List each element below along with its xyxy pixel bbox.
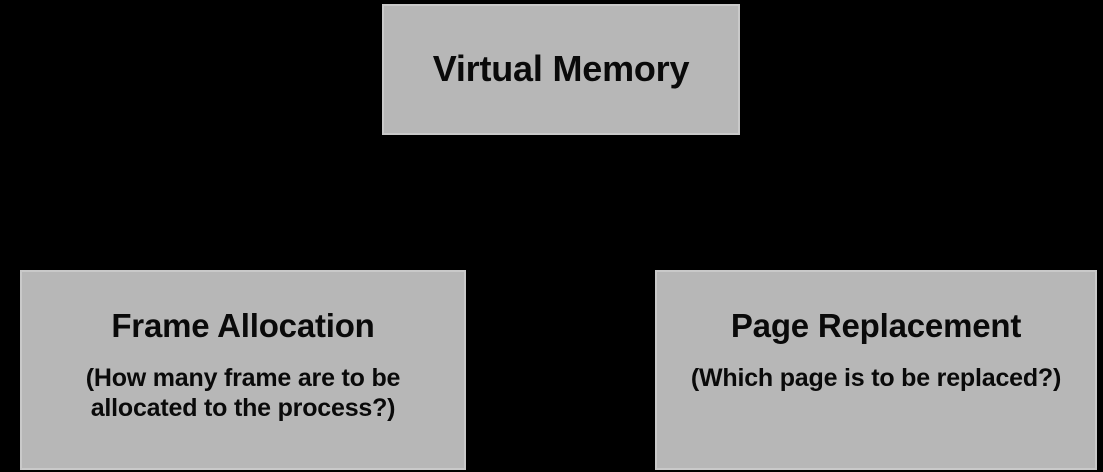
node-page-replacement[interactable]: Page Replacement (Which page is to be re… bbox=[655, 270, 1097, 470]
node-page-replacement-subtitle: (Which page is to be replaced?) bbox=[690, 363, 1062, 392]
node-virtual-memory[interactable]: Virtual Memory bbox=[382, 4, 740, 135]
node-virtual-memory-title: Virtual Memory bbox=[432, 48, 690, 90]
node-page-replacement-title: Page Replacement bbox=[730, 307, 1022, 344]
node-frame-allocation-title: Frame Allocation bbox=[111, 307, 375, 344]
node-frame-allocation-subtitle: (How many frame are to be allocated to t… bbox=[85, 363, 401, 422]
node-frame-allocation[interactable]: Frame Allocation (How many frame are to … bbox=[20, 270, 466, 470]
